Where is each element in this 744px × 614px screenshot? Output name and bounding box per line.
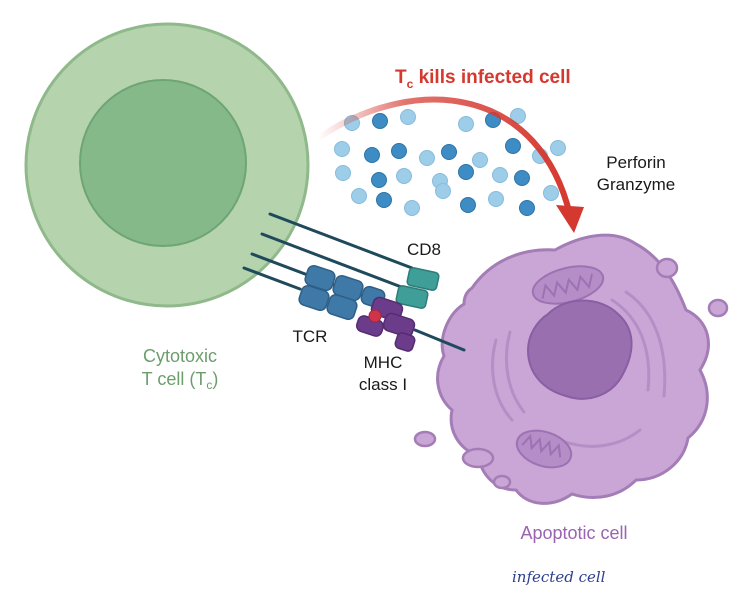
- granule: [396, 168, 412, 184]
- granule: [510, 108, 526, 124]
- diagram-title: Tc kills infected cell: [395, 67, 571, 91]
- tcr-molecule: [298, 264, 386, 321]
- mhc-label-line2: class I: [359, 375, 407, 394]
- granule: [514, 170, 530, 186]
- apoptotic-cell: [413, 233, 729, 505]
- t-cell-nucleus: [79, 79, 247, 247]
- granule: [364, 147, 380, 163]
- granule: [435, 183, 451, 199]
- granule: [505, 138, 521, 154]
- granule: [391, 143, 407, 159]
- receptor-complex: [242, 212, 466, 352]
- granule: [376, 192, 392, 208]
- granule: [550, 140, 566, 156]
- granule: [492, 167, 508, 183]
- apoptotic-nucleus: [526, 299, 633, 400]
- kill-arrow-shaft: [315, 96, 573, 218]
- granule: [460, 197, 476, 213]
- granzyme-label: Granzyme: [597, 175, 675, 194]
- t-cell-label-line2: T cell (Tc): [142, 369, 219, 392]
- granule: [543, 185, 559, 201]
- cd8-label: CD8: [407, 240, 441, 259]
- t-cell-label-line1: Cytotoxic: [143, 346, 217, 366]
- granule: [335, 165, 351, 181]
- granule: [458, 164, 474, 180]
- kill-arrow: [315, 96, 584, 233]
- mhc-label-line1: MHC: [364, 353, 403, 372]
- mitochondrion-bottom: [515, 429, 573, 469]
- handwritten-note: infected cell: [512, 568, 606, 586]
- kill-arrow-head: [556, 205, 584, 233]
- granule: [351, 188, 367, 204]
- apoptotic-bodies: [413, 257, 729, 490]
- granule: [371, 172, 387, 188]
- granule: [400, 109, 416, 125]
- granule: [472, 152, 488, 168]
- granule: [419, 150, 435, 166]
- granule: [458, 116, 474, 132]
- cd8-molecule: [395, 267, 440, 309]
- tcr-label: TCR: [293, 327, 328, 346]
- granule: [441, 144, 457, 160]
- er-folds: [491, 290, 667, 448]
- antigen-peptide: [368, 309, 382, 323]
- granule: [372, 113, 388, 129]
- granule: [519, 200, 535, 216]
- granule: [334, 141, 350, 157]
- granule: [404, 200, 420, 216]
- mhc-class-i-molecule: [355, 296, 416, 352]
- perforin-granzyme-granules: [334, 108, 566, 216]
- apoptotic-cell-label: Apoptotic cell: [520, 523, 627, 543]
- cytotoxic-t-cell: [24, 22, 310, 308]
- granule: [488, 191, 504, 207]
- perforin-label: Perforin: [606, 153, 666, 172]
